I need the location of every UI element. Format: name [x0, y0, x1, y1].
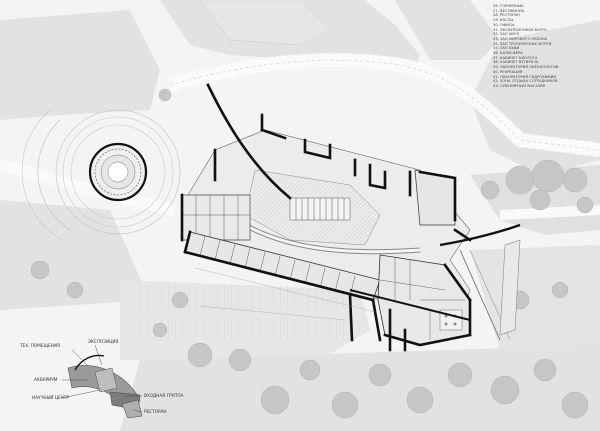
legend-item: 35. ЗАЛ АУДИ	[493, 46, 520, 51]
east-ramp	[459, 249, 501, 341]
legend-item: 40. РЕКРЕАЦИЯ	[493, 69, 523, 74]
dimension-ticks	[194, 267, 376, 321]
aquarium-tank-inner	[244, 223, 421, 254]
legend-item: 38. КАБИНЕТ ВЕТВРАЧА	[493, 60, 539, 65]
trees	[30, 88, 594, 419]
parking-stalls-1	[135, 285, 355, 309]
key-label-restaurant: РЕСТОРАН	[144, 409, 167, 414]
legend-item: 36. БАТИСФЕРА	[493, 51, 523, 56]
legend-item: 33. ЗАЛ МИРОВОГО ОКЕАНА	[493, 36, 548, 41]
legend-item: 29. КАССЫ	[493, 18, 514, 23]
west-block-rooms	[182, 195, 250, 240]
lawn-east	[470, 20, 600, 175]
lawn-west	[0, 10, 160, 120]
central-stairs	[289, 197, 351, 221]
south-boundary-wall	[349, 289, 471, 321]
parking-stalls-2	[135, 318, 345, 340]
lawn-north-inner	[199, 0, 331, 46]
key-label-exposition: ЭКСПОЗИЦИЯ	[88, 339, 119, 344]
legend-item: 27. ВЕСТИБЮЛЬ	[493, 8, 525, 13]
legend-item: 42. ЗОНА ОТДЫХА СОТРУДНИКОВ	[493, 79, 558, 84]
legend-item: 30. ОФИСЫ	[493, 22, 515, 27]
legend-item: 37. КАБИНЕТ БИОЛОГА	[493, 55, 538, 60]
legend-item: 41. ЛАБОРАТОРИЯ ГИДРОХИМИИ	[493, 74, 557, 79]
legend-item: 39. ЛАБОРАТОРИЯ ОКЕАНОЛОГИИ	[493, 65, 559, 70]
key-arc-wall	[74, 354, 105, 371]
key-label-tech-rooms: ТЕХ. ПОМЕЩЕНИЯ	[20, 343, 60, 348]
circular-plaza	[21, 109, 181, 241]
legend-item: 34. ЗАЛ ТРОПИЧЕСКИХ МОРЕЙ	[493, 41, 552, 46]
legend-item: 31. ЭКСКУРСИОННОЕ БЮРО	[493, 27, 547, 32]
lawn-northeast	[395, 0, 500, 60]
room-legend: 26. ГОРНИЧНЫЕ 27. ВЕСТИБЮЛЬ 28. РЕСТОРАН…	[493, 4, 597, 89]
key-label-research-center: НАУЧНЫЙ ЦЕНТР	[32, 395, 69, 400]
key-aquarium-shape	[94, 367, 118, 393]
legend-item: 43. СУВЕНИРНЫЙ МАГАЗИН	[493, 83, 546, 88]
legend-item: 26. ГОРНИЧНЫЕ	[493, 4, 524, 8]
east-block-partitions	[379, 258, 465, 340]
key-restaurant-shape	[121, 399, 143, 419]
zoning-key-diagram	[61, 344, 143, 419]
bold-walls	[180, 83, 472, 352]
road-north-centerline	[169, 59, 600, 151]
legend-item: 32. ЗАЛ АКУЛ	[493, 32, 519, 37]
east-terrace	[499, 239, 521, 336]
lawn-southwest	[0, 200, 150, 310]
aquarium-building	[180, 83, 521, 352]
key-label-aquarium: АКВАРИУМ	[34, 377, 58, 382]
east-arc-wall	[439, 223, 521, 247]
key-label-entrance-group: ВХОДНАЯ ГРУППА	[144, 393, 184, 398]
legend-item: 28. РЕСТОРАН	[493, 13, 520, 18]
south-wing-partitions	[199, 235, 356, 297]
